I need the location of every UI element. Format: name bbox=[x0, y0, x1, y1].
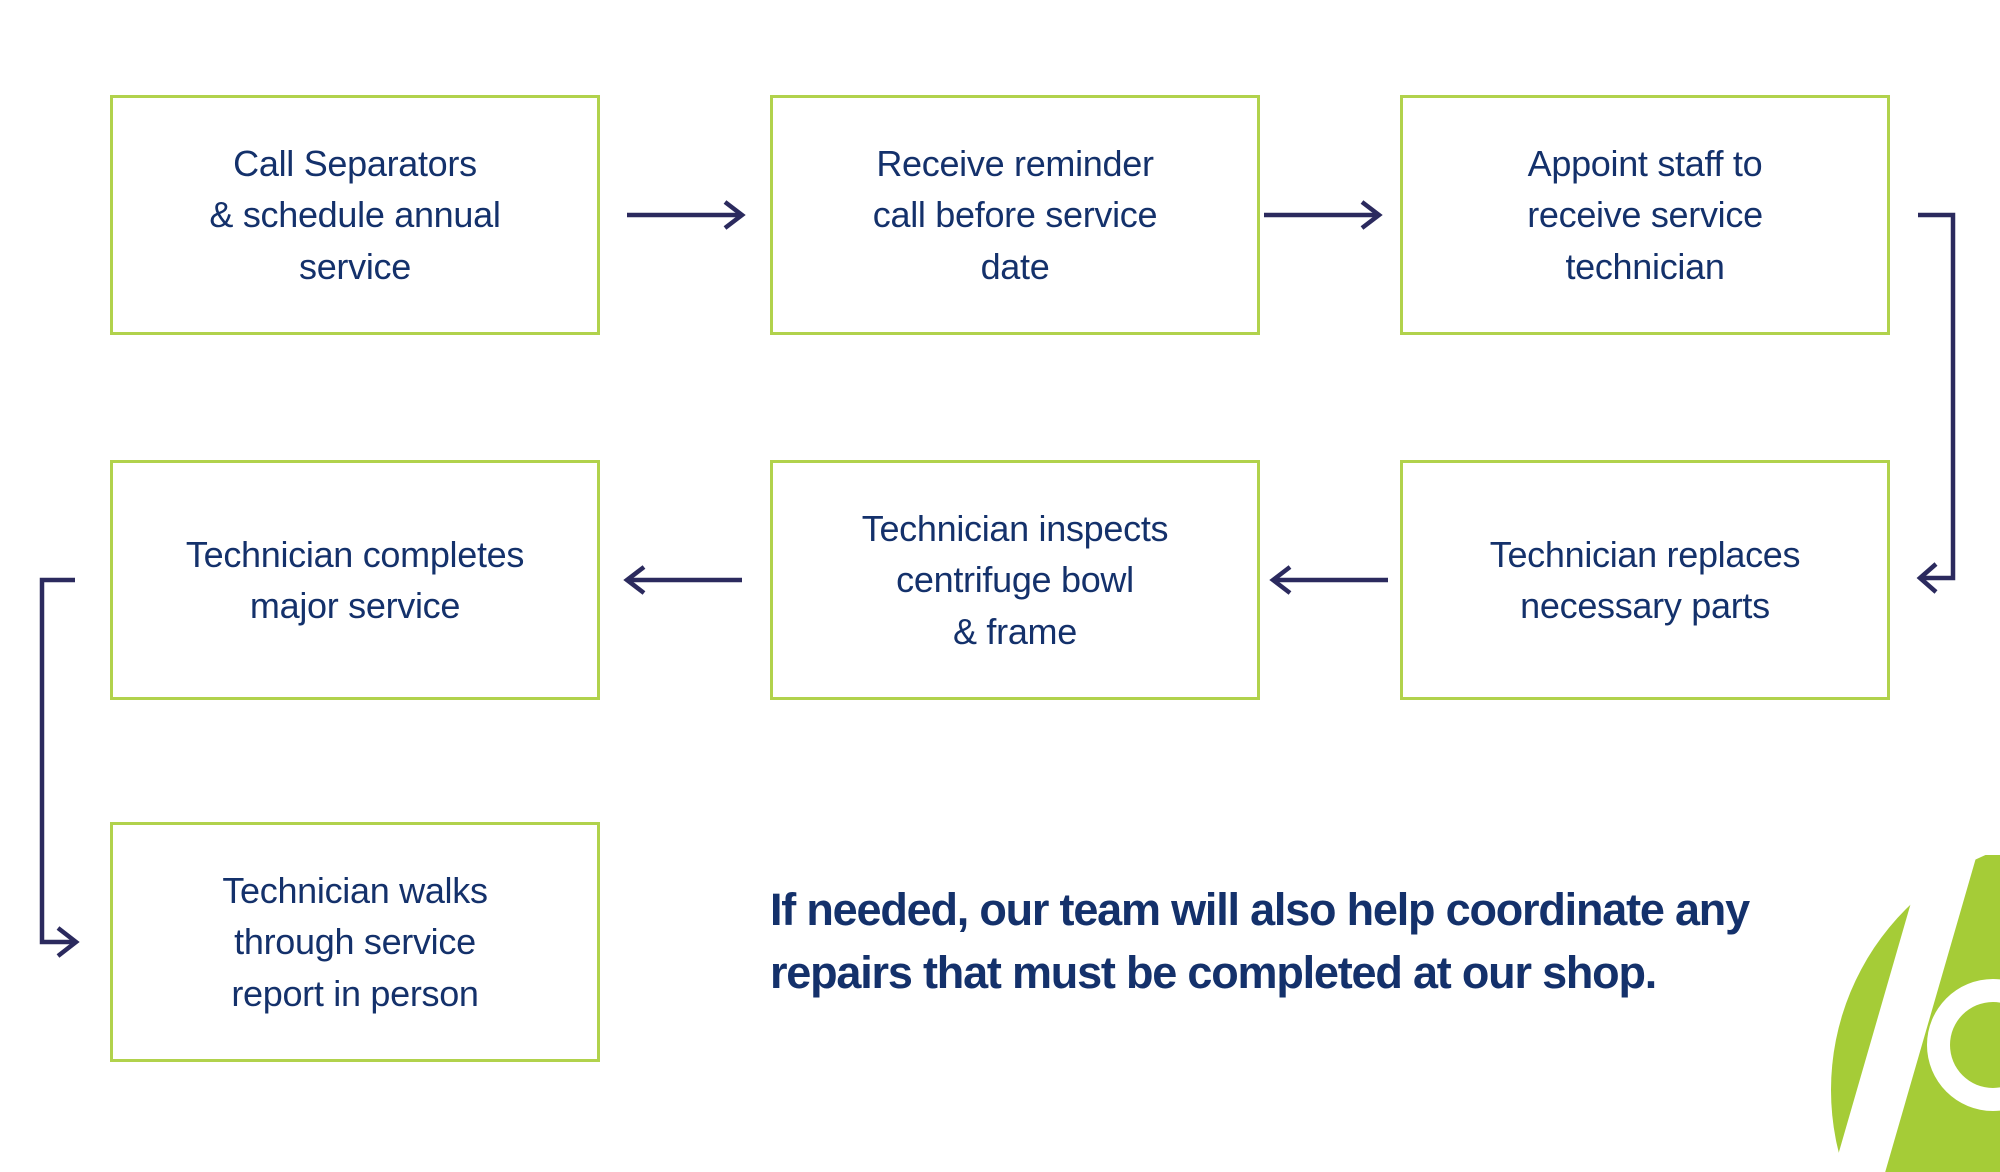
arrow-left-step5-step6-icon bbox=[622, 562, 744, 598]
flow-step-2-label: Receive reminder call before service dat… bbox=[872, 143, 1158, 287]
flow-step-4: Technician replaces necessary parts bbox=[1400, 460, 1890, 700]
repairs-note: If needed, our team will also help coord… bbox=[770, 884, 1750, 998]
separators-logo-icon bbox=[1760, 855, 2000, 1172]
flow-step-2: Receive reminder call before service dat… bbox=[770, 95, 1260, 335]
flow-step-7-label: Technician walks through service report … bbox=[222, 870, 488, 1014]
flow-step-5-label: Technician inspects centrifuge bowl & fr… bbox=[861, 508, 1169, 652]
arrow-elbow-step6-step7-icon bbox=[25, 558, 97, 970]
flow-step-7: Technician walks through service report … bbox=[110, 822, 600, 1062]
flow-step-5: Technician inspects centrifuge bowl & fr… bbox=[770, 460, 1260, 700]
arrow-elbow-step3-step4-icon bbox=[1900, 193, 1975, 605]
flow-step-6-label: Technician completes major service bbox=[185, 533, 525, 626]
arrow-right-step2-step3-icon bbox=[1262, 197, 1384, 233]
flow-step-3-label: Appoint staff to receive service technic… bbox=[1527, 143, 1763, 287]
flow-step-6: Technician completes major service bbox=[110, 460, 600, 700]
flow-step-1: Call Separators & schedule annual servic… bbox=[110, 95, 600, 335]
flow-step-3: Appoint staff to receive service technic… bbox=[1400, 95, 1890, 335]
flow-step-1-label: Call Separators & schedule annual servic… bbox=[209, 143, 501, 287]
arrow-right-step1-step2-icon bbox=[625, 197, 747, 233]
arrow-left-step4-step5-icon bbox=[1268, 562, 1390, 598]
flow-step-4-label: Technician replaces necessary parts bbox=[1489, 533, 1801, 626]
